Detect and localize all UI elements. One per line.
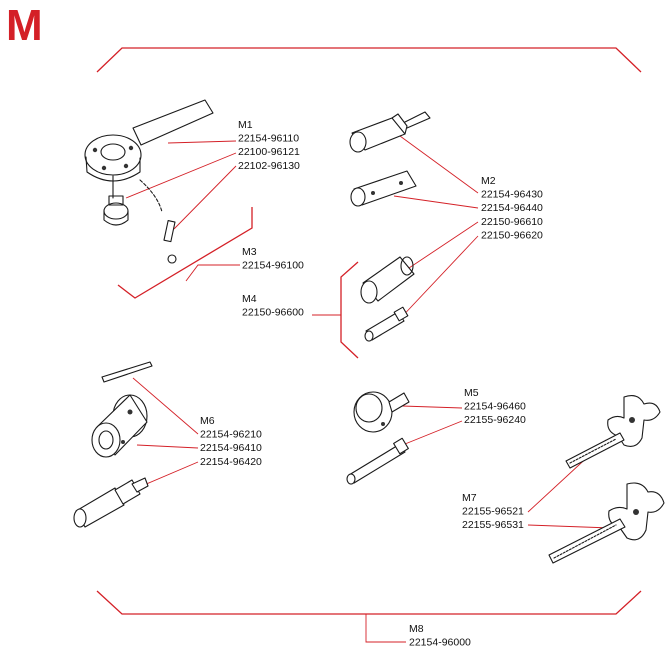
bracket-top (96, 47, 642, 73)
leader-m1-1 (167, 140, 237, 144)
leader-m7-2 (527, 524, 612, 529)
bracket-m3 (117, 207, 253, 299)
socket-icon (349, 111, 431, 153)
part-number-m7: 22155-96531 (462, 519, 524, 531)
bracket-lines (96, 47, 642, 615)
bracket-bottom (96, 590, 642, 615)
pin-icon (139, 179, 177, 264)
socket-icon (360, 256, 415, 304)
socket-icon (91, 394, 148, 458)
group-label-m8: M8 (409, 623, 424, 635)
part-number-m8: 22154-96000 (409, 637, 471, 649)
part-number-m2: 22150-96610 (481, 216, 543, 228)
group-label-m6: M6 (200, 415, 215, 427)
leader-m8 (365, 614, 406, 643)
part-number-m2: 22154-96430 (481, 189, 543, 201)
part-number-m4: 22150-96600 (242, 307, 304, 319)
part-number-m6: 22154-96210 (200, 429, 262, 441)
part-number-m2: 22150-96620 (481, 229, 543, 241)
part-drawings (73, 99, 665, 564)
leader-m1-3 (173, 165, 237, 230)
part-number-m1: 22102-96130 (238, 160, 300, 172)
leader-m2-3 (405, 221, 479, 271)
part-number-m1: 22100-96121 (238, 146, 300, 158)
leader-m1-2 (125, 152, 237, 199)
leader-m6-2 (136, 444, 199, 449)
part-number-m7: 22155-96521 (462, 506, 524, 518)
leader-m3 (185, 264, 240, 282)
wrench-icon (84, 99, 214, 199)
drift-icon (101, 361, 153, 383)
t-handle-icon (565, 395, 661, 469)
leader-m2-2 (393, 195, 479, 209)
leader-m6-1 (132, 377, 199, 435)
part-number-m1: 22154-96110 (238, 133, 299, 145)
drift-icon (364, 306, 409, 342)
part-number-m5: 22155-96240 (464, 414, 526, 426)
part-number-m3: 22154-96100 (242, 260, 304, 272)
socket-icon (350, 170, 417, 207)
leader-m5-1 (401, 405, 463, 409)
part-number-m6: 22154-96420 (200, 456, 262, 468)
group-label-m1: M1 (238, 119, 253, 131)
leader-m2-4 (395, 235, 479, 324)
part-number-m6: 22154-96410 (200, 442, 262, 454)
group-label-m4: M4 (242, 293, 257, 305)
section-letter: M (6, 1, 43, 50)
group-label-m5: M5 (464, 387, 479, 399)
leader-m2-1 (399, 135, 479, 194)
t-handle-icon (548, 482, 665, 564)
group-label-m3: M3 (242, 246, 257, 258)
group-label-m7: M7 (462, 492, 477, 504)
part-number-m5: 22154-96460 (464, 401, 526, 413)
socket-icon (73, 477, 149, 528)
socket-icon (353, 391, 410, 433)
bracket-m4 (340, 261, 359, 359)
group-label-m2: M2 (481, 175, 496, 187)
part-number-m2: 22154-96440 (481, 202, 543, 214)
bolt-icon (103, 195, 129, 226)
drift-icon (346, 437, 409, 485)
leader-m5-2 (404, 420, 463, 445)
